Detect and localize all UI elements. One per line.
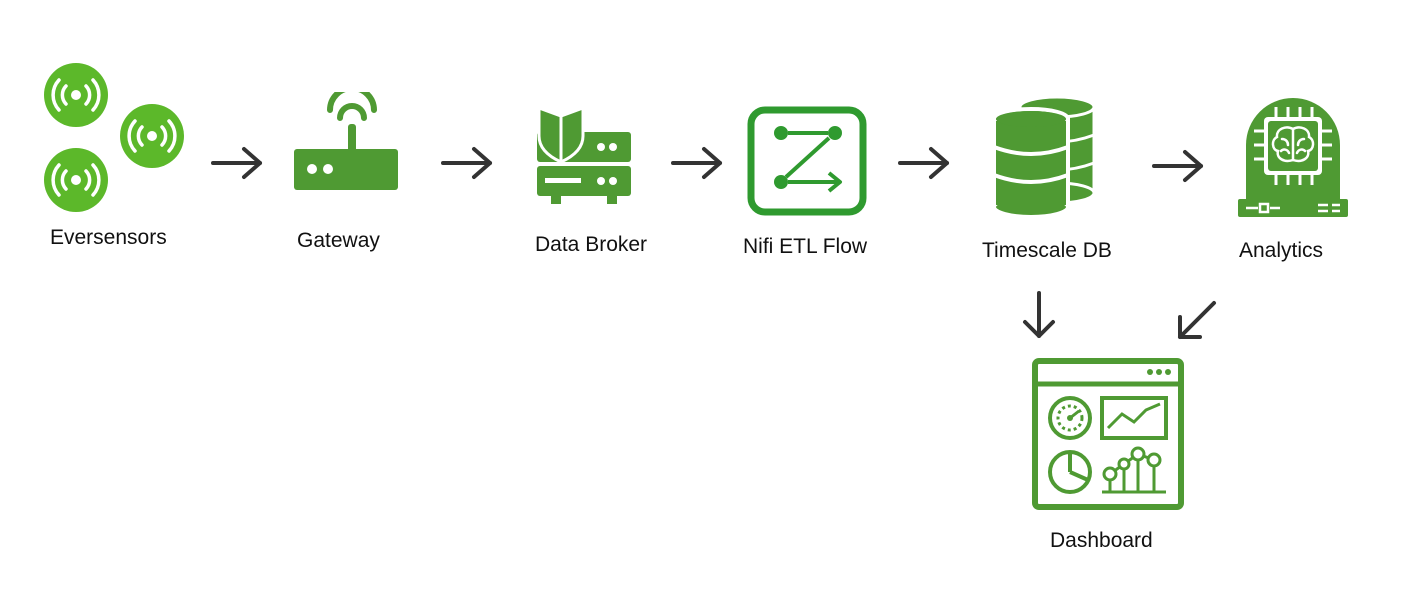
etl-flow-icon — [747, 106, 867, 216]
label-nifi-etl-flow: Nifi ETL Flow — [743, 235, 868, 258]
wireless-sensor-icon — [42, 61, 110, 129]
flow-arrow-right — [1152, 150, 1203, 182]
flow-arrow-down — [1023, 291, 1055, 338]
ai-brain-chip-icon — [1238, 98, 1348, 217]
label-data-broker: Data Broker — [535, 233, 648, 256]
label-timescale-db: Timescale DB — [982, 239, 1112, 262]
flow-arrow-right — [211, 147, 262, 179]
eversensors-icons — [42, 61, 186, 214]
flow-arrow-down-left — [1178, 301, 1216, 339]
flow-arrow-right — [441, 147, 492, 179]
label-analytics: Analytics — [1239, 239, 1324, 262]
wireless-sensor-icon — [118, 102, 186, 170]
router-icon — [294, 92, 398, 190]
database-icon — [992, 95, 1096, 219]
label-dashboard: Dashboard — [1050, 529, 1153, 552]
label-eversensors: Eversensors — [50, 226, 167, 249]
wireless-sensor-icon — [42, 146, 110, 214]
flow-arrow-right — [671, 147, 722, 179]
shielded-server-icon — [537, 106, 631, 204]
label-gateway: Gateway — [297, 229, 380, 252]
dashboard-icon — [1032, 358, 1184, 510]
flow-arrow-right — [898, 147, 949, 179]
